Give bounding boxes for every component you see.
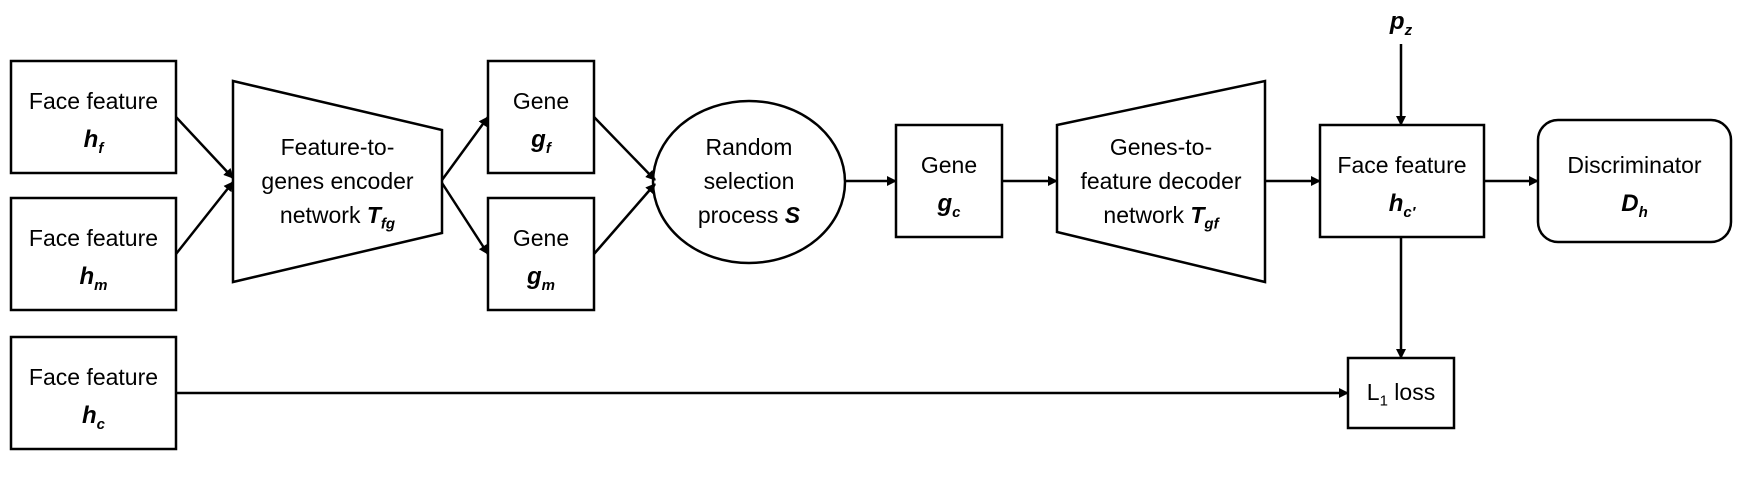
arrow-encoder-to-gf xyxy=(440,116,490,181)
face-feature-hcp-label: Face feature xyxy=(1337,152,1467,178)
encoder-line1: Feature-to- xyxy=(280,134,395,160)
arrow-hf-to-encoder xyxy=(175,116,234,179)
face-feature-hm-symbol: hm xyxy=(79,263,108,294)
face-feature-hm-label: Face feature xyxy=(28,225,159,251)
encoder-line2: genes encoder xyxy=(261,168,414,194)
decoder-trapezoid xyxy=(1055,79,1267,284)
arrow-gf-to-random xyxy=(593,116,656,181)
arrow-hm-to-encoder xyxy=(175,181,234,255)
decoder-line3: network Tgf xyxy=(1103,202,1219,233)
face-feature-hf-symbol: hf xyxy=(83,126,104,157)
gene-gc-label: Gene xyxy=(920,152,978,178)
l1-loss-label: L1 loss xyxy=(1366,379,1436,410)
random-line1: Random xyxy=(705,134,793,160)
arrow-gm-to-random xyxy=(593,183,656,255)
encoder-trapezoid xyxy=(231,79,444,284)
gene-gf-label: Gene xyxy=(512,88,570,114)
decoder-line2: feature decoder xyxy=(1080,168,1242,194)
face-feature-hf-label: Face feature xyxy=(28,88,159,114)
gene-gm-label: Gene xyxy=(512,225,570,251)
decoder-line1: Genes-to- xyxy=(1109,134,1213,160)
random-line2: selection xyxy=(703,168,795,194)
gene-gm-symbol: gm xyxy=(526,263,555,294)
gene-gc-symbol: gc xyxy=(937,190,961,221)
face-feature-hc-label: Face feature xyxy=(28,364,159,390)
arrow-encoder-to-gm xyxy=(440,182,490,255)
discriminator-box xyxy=(1536,118,1733,244)
face-feature-hcp-symbol: hc′ xyxy=(1388,190,1416,221)
discriminator-label: Discriminator xyxy=(1567,152,1702,178)
encoder-line3: network Tfg xyxy=(279,202,396,233)
gene-gf-symbol: gf xyxy=(531,126,551,157)
random-line3: process S xyxy=(697,202,801,228)
face-feature-hc-symbol: hc xyxy=(81,402,105,433)
pz-symbol: pz xyxy=(1389,8,1413,39)
discriminator-symbol: Dh xyxy=(1621,190,1648,221)
